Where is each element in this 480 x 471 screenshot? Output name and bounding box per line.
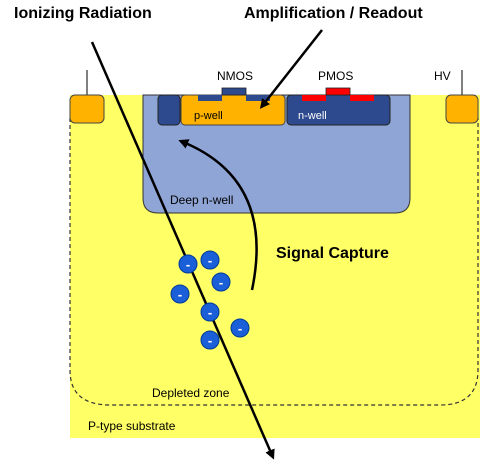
hv-label: HV [434, 69, 451, 83]
nmos-gate [221, 87, 247, 96]
svg-text:-: - [219, 275, 223, 290]
svg-text:-: - [238, 321, 242, 336]
svg-text:-: - [208, 305, 212, 320]
svg-text:-: - [208, 333, 212, 348]
signal-capture-arrow [178, 139, 258, 291]
svg-text:-: - [186, 257, 190, 272]
pmos-label: PMOS [318, 69, 353, 83]
amplification-readout-label: Amplification / Readout [244, 5, 423, 22]
electron: - [170, 284, 190, 304]
svg-text:-: - [208, 253, 212, 268]
p-well-label: p-well [194, 110, 223, 122]
nmos-label: NMOS [217, 69, 253, 83]
amplification-arrow [259, 29, 323, 109]
depleted-zone-label: Depleted zone [152, 386, 230, 400]
ionizing-radiation-track [90, 41, 275, 460]
electron: - [211, 272, 231, 292]
nmos-drain [246, 95, 270, 101]
electron: - [230, 318, 250, 338]
p-type-substrate-label: P-type substrate [88, 419, 176, 433]
electron: - [200, 330, 220, 350]
svg-text:-: - [178, 287, 182, 302]
deep-n-well-label: Deep n-well [170, 193, 233, 207]
pmos-drain [350, 95, 374, 101]
electron-cluster: - - - - - - - [170, 250, 250, 350]
hv-contact [445, 94, 479, 124]
left-contact [69, 94, 105, 124]
electron: - [178, 254, 198, 274]
signal-capture-label: Signal Capture [276, 245, 389, 262]
nmos-source [198, 95, 222, 101]
pmos-source [302, 95, 326, 101]
n-well-label: n-well [298, 110, 327, 122]
electron: - [200, 302, 220, 322]
pmos-gate [325, 87, 351, 96]
left-n-well [157, 94, 181, 126]
depleted-zone-boundary [69, 118, 479, 406]
ionizing-radiation-label: Ionizing Radiation [14, 5, 152, 22]
electron: - [200, 250, 220, 270]
